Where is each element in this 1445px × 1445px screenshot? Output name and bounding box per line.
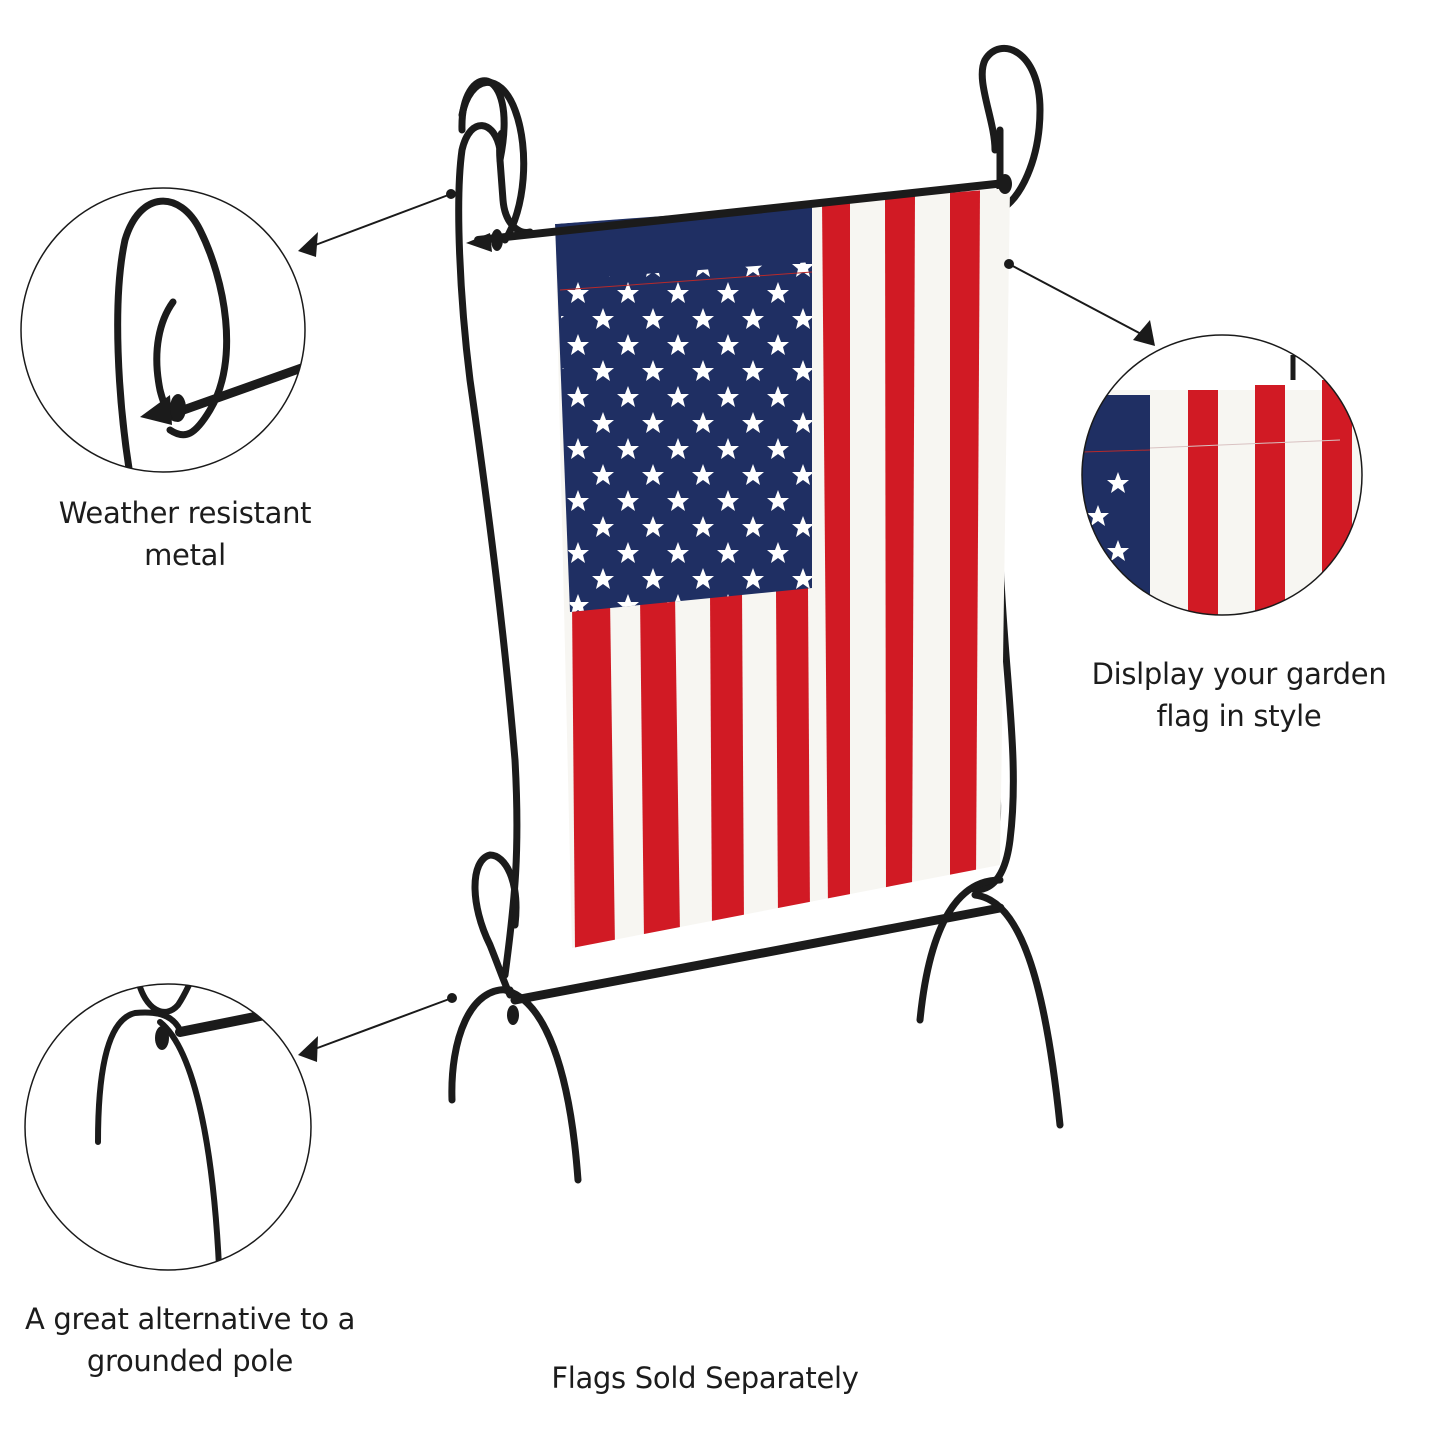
caption-display-in-style: Dislplay your garden flag in style [1080,653,1398,737]
caption-line: grounded pole [86,1344,294,1378]
footer-note-flags-sold-separately: Flags Sold Separately [500,1357,910,1399]
american-flag [555,188,1010,948]
arrow-to-bottom-left [298,993,457,1062]
caption-line: A great alternative to a [24,1302,356,1336]
caption-line: Weather resistant [58,496,312,530]
arrow-to-top-left [298,189,456,257]
bottom-rod [507,903,1005,1025]
arrow-to-right [1004,259,1155,346]
caption-line: Dislplay your garden [1091,657,1387,691]
footer-note-text: Flags Sold Separately [551,1361,859,1395]
top-rod [466,174,1012,252]
caption-line: metal [144,538,226,572]
caption-alternative-to-pole: A great alternative to a grounded pole [10,1298,370,1382]
caption-line: flag in style [1156,699,1322,733]
caption-weather-resistant: Weather resistant metal [30,492,340,576]
